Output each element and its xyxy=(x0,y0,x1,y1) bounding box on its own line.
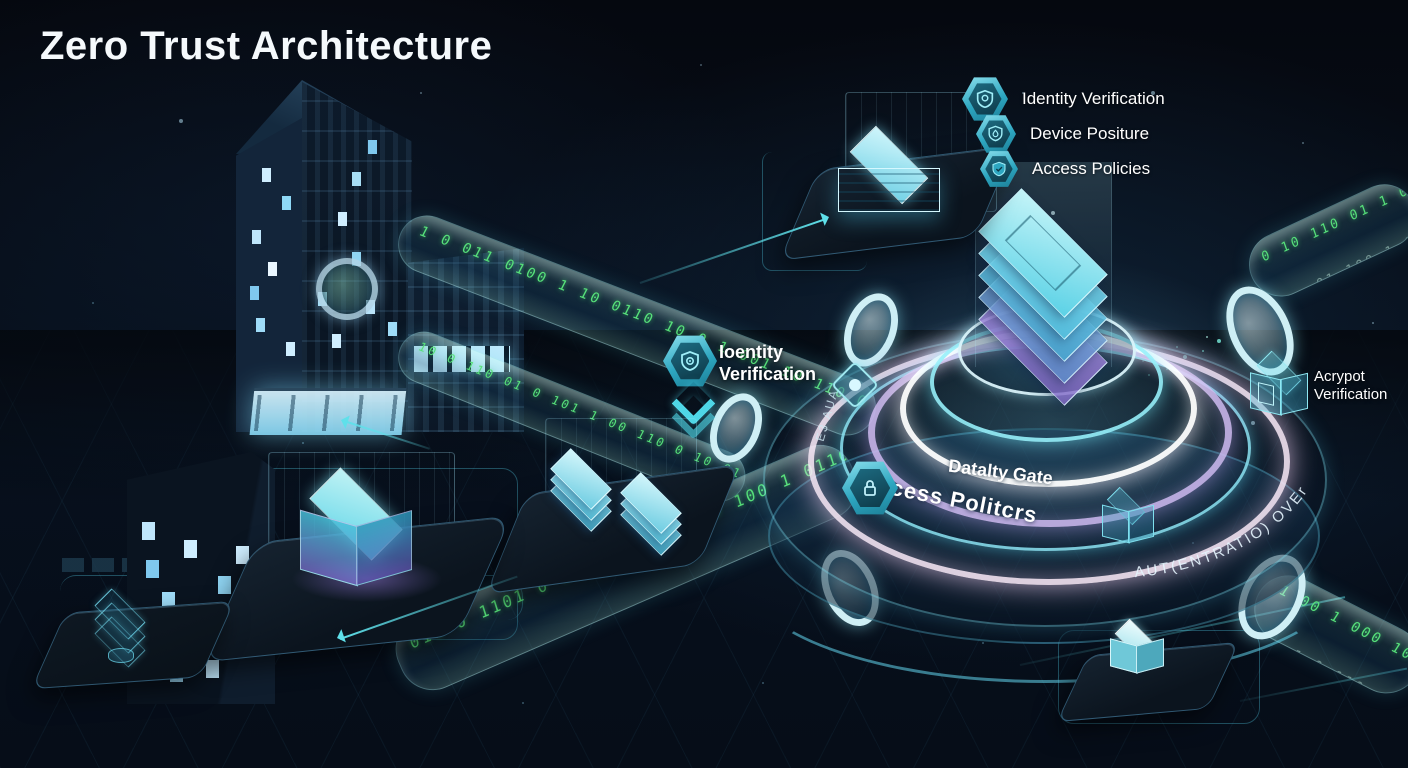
annex-lit-band xyxy=(414,346,510,372)
lock-icon xyxy=(864,480,876,496)
policy-shield-icon xyxy=(980,151,1018,187)
legend-item-policies: Access Policies xyxy=(980,150,1150,188)
legend-item-device: Device Positure xyxy=(976,114,1149,154)
acrypot-callout-label: Acrypot Verification xyxy=(1314,368,1387,404)
legend-label: Access Policies xyxy=(1032,159,1151,178)
stack-base xyxy=(108,648,134,663)
data-pipe-top-right: 0 10 110 01 1 0 0110 100 1 10 01 0 110 0… xyxy=(1238,173,1408,308)
safe-door-outline xyxy=(1258,382,1274,406)
safe-box-icon xyxy=(1248,350,1310,418)
gateway-curved-label: AUT(ENTRATIO) OVEr xyxy=(1134,482,1312,581)
porthole-window xyxy=(316,258,378,320)
acrypot-callout-line2: Verification xyxy=(1314,386,1388,403)
shield-diamond-dot xyxy=(846,376,864,394)
safe-front-face xyxy=(1250,372,1282,416)
circuit-outline-topright xyxy=(762,152,867,271)
vault-box-icon xyxy=(1100,486,1156,546)
tower-front-face xyxy=(236,118,302,432)
svg-text:AUT(ENTRATIO) OVEr: AUT(ENTRATIO) OVEr xyxy=(1134,482,1312,581)
vault-front-face xyxy=(1102,504,1130,544)
legend-label: Identity Verification xyxy=(1022,89,1165,108)
gateway-outer-arc xyxy=(742,462,1348,683)
pipe-bits: 0 10 110 01 1 0 0110 100 1 10 01 0 110 xyxy=(1260,174,1408,266)
server-front-face xyxy=(838,168,940,212)
page-title: Zero Trust Architecture xyxy=(40,24,493,68)
legend-label: Device Positure xyxy=(1030,124,1150,143)
tower-side-face xyxy=(302,82,412,432)
vault-side-face xyxy=(1128,504,1154,544)
identity-callout-line1: Ioentity xyxy=(719,342,784,362)
acrypot-callout-line1: Acrypot xyxy=(1314,368,1365,385)
identity-callout-label: Ioentity Verification xyxy=(719,342,816,385)
legend-item-identity: Identity Verification xyxy=(962,76,1165,122)
safe-side-face xyxy=(1280,372,1308,416)
annex-building xyxy=(408,248,524,432)
curved-label-text: AUT(ENTRATIO) OVEr xyxy=(1134,482,1310,581)
device-shield-icon xyxy=(976,115,1016,153)
identity-callout-line2: Verification xyxy=(719,363,817,384)
left-building-lit-windows xyxy=(0,0,13,18)
tower-lobby xyxy=(249,388,407,435)
